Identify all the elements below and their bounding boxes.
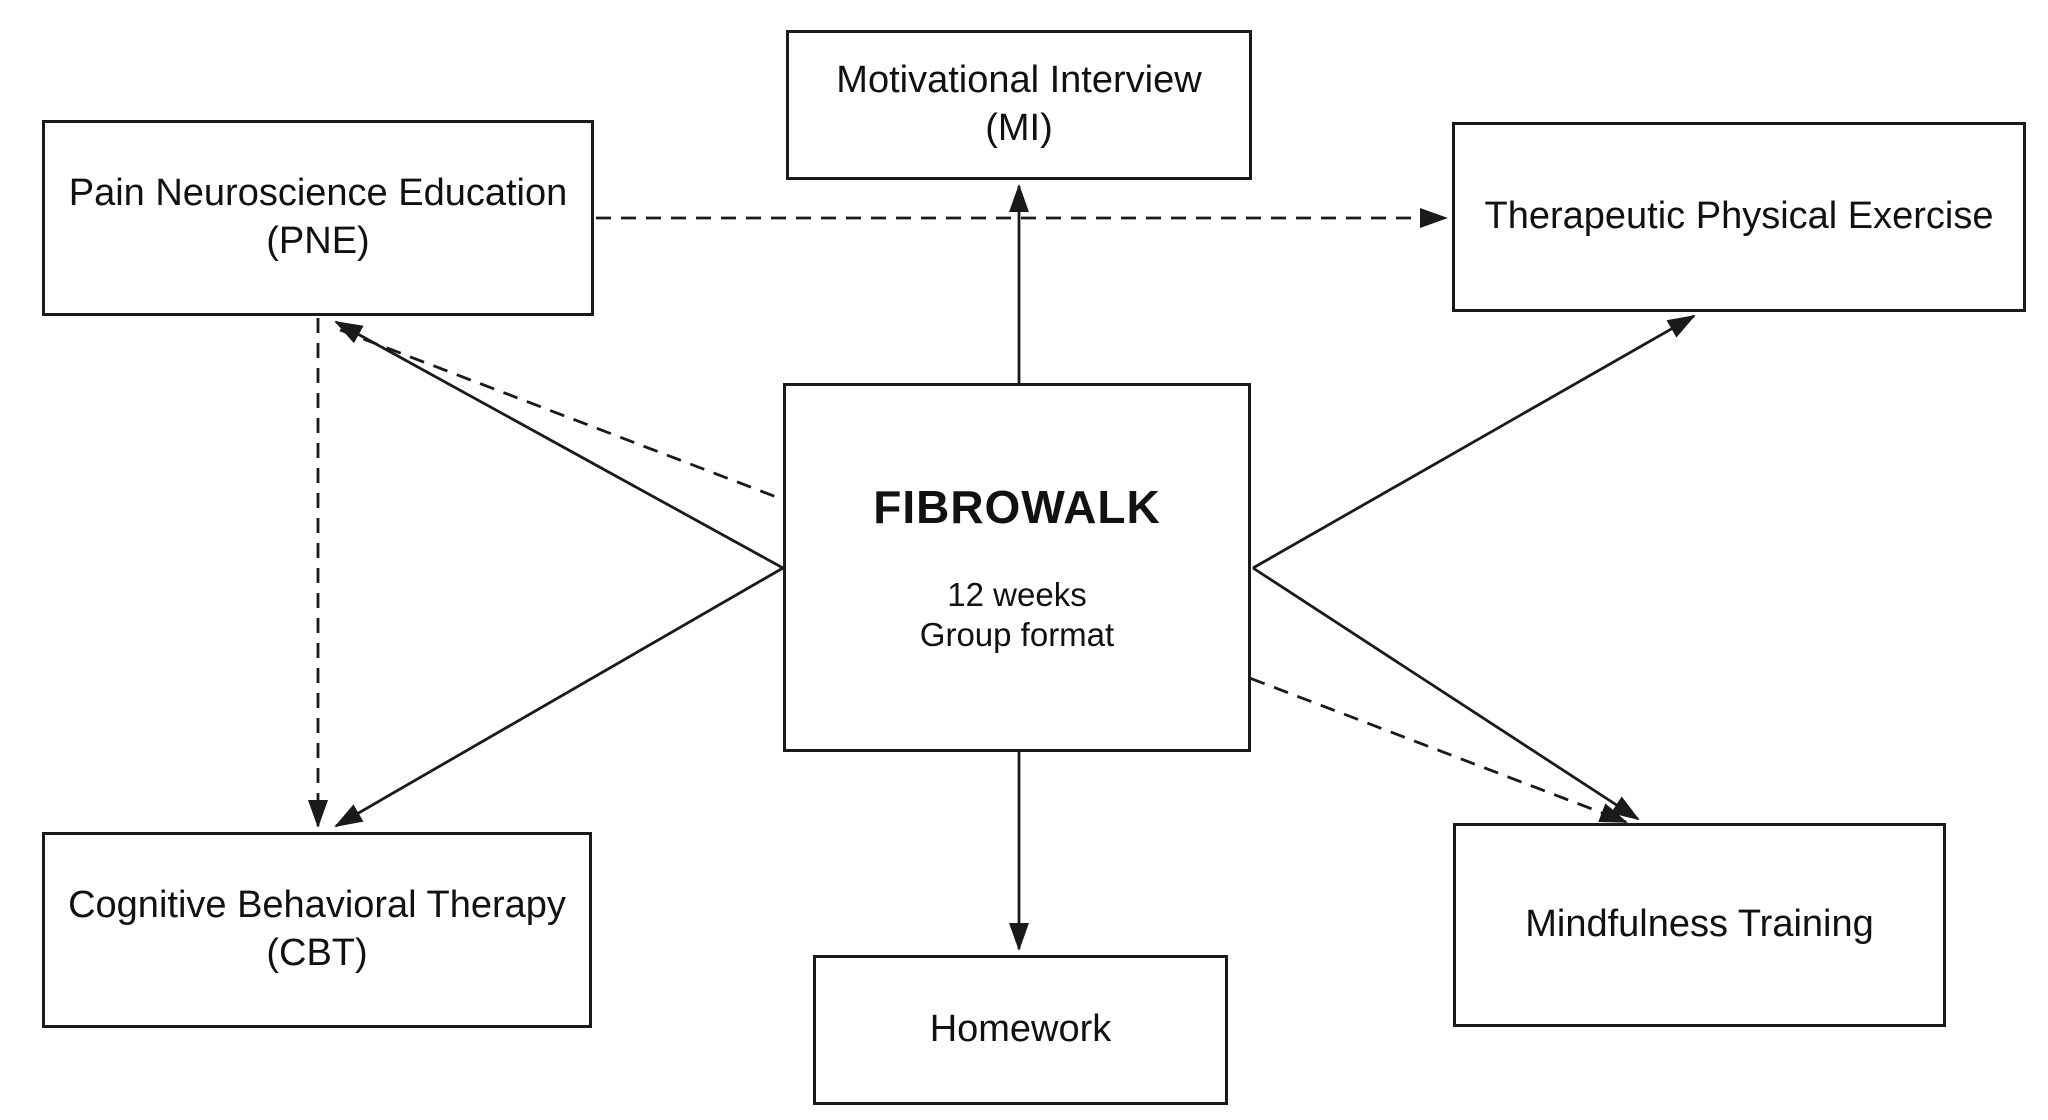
edge-fibrowalk-to-pne (334, 320, 784, 570)
fibrowalk-title: FIBROWALK (873, 481, 1161, 534)
mi-label-line1: Motivational Interview (836, 59, 1202, 102)
homework-label-line1: Homework (929, 1008, 1112, 1051)
tpe-label-line1: Therapeutic Physical Exercise (1484, 195, 1994, 238)
cbt-label-line1: Cognitive Behavioral Therapy (68, 884, 566, 927)
node-therapeutic-physical-exercise: Therapeutic Physical Exercise (1452, 122, 2026, 312)
fibrowalk-details: 12 weeks Group format (920, 575, 1114, 656)
mi-label-line2: (MI) (985, 107, 1053, 149)
node-cognitive-behavioral-therapy: Cognitive Behavioral Therapy (CBT) (42, 832, 592, 1028)
node-motivational-interview: Motivational Interview (MI) (786, 30, 1252, 180)
node-pain-neuroscience-education: Pain Neuroscience Education (PNE) (42, 120, 594, 316)
edge-fibrowalk-to-tpe (1252, 314, 1696, 570)
fibrowalk-detail-format: Group format (919, 616, 1115, 654)
pne-label-line2: (PNE) (266, 220, 370, 262)
cbt-label-line2: (CBT) (266, 932, 368, 974)
node-mindfulness-training: Mindfulness Training (1453, 823, 1946, 1027)
edge-fibrowalk-to-cbt (334, 566, 784, 828)
node-homework: Homework (813, 955, 1228, 1105)
fibrowalk-detail-duration: 12 weeks (947, 576, 1087, 614)
edge-fibrowalk-to-mindfulness (1252, 566, 1640, 821)
node-fibrowalk: FIBROWALK 12 weeks Group format (783, 383, 1251, 752)
mindfulness-label-line1: Mindfulness Training (1525, 903, 1874, 946)
pne-label-line1: Pain Neuroscience Education (68, 172, 568, 215)
